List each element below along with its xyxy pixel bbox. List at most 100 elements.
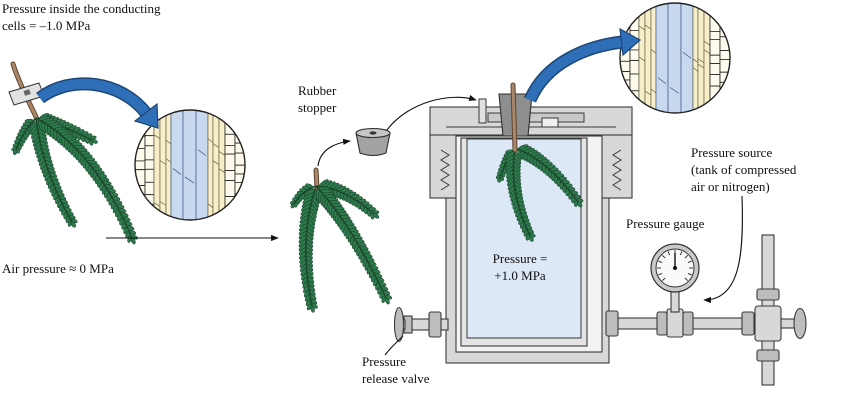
rubber-stopper-label: Rubber [298, 83, 337, 98]
pressure-chamber [429, 93, 633, 364]
parenchyma-cell [234, 110, 245, 121]
parenchyma-cell [224, 144, 236, 155]
lid-boss [487, 112, 585, 123]
end-wall [218, 168, 226, 174]
gauge-pivot [673, 266, 677, 270]
parenchyma-cell [224, 218, 236, 220]
chamber-pressure-label: +1.0 MPa [494, 268, 546, 283]
pressure-gauge [650, 243, 700, 313]
parenchyma-cell [629, 73, 640, 92]
branch-axis [512, 147, 531, 237]
gauge-tick [658, 260, 663, 264]
parenchyma-cell [224, 208, 236, 220]
stopper-to-chamber-arrow [386, 95, 477, 131]
parenchyma-cell [144, 212, 155, 220]
parenchyma-cell [719, 12, 730, 23]
end-wall [697, 63, 705, 69]
gauge-tick [661, 254, 666, 259]
gauge-tick [667, 251, 671, 256]
pressure-source-label: Pressure source [691, 145, 772, 160]
parenchyma-cell [719, 3, 730, 14]
end-wall [703, 40, 711, 46]
tracheid-column [218, 110, 226, 220]
woody-stem [314, 168, 319, 190]
parenchyma-cell [234, 164, 245, 175]
magnify-arrow-pressurized [524, 27, 642, 103]
gauge-tick [684, 254, 689, 259]
parenchyma-cell [629, 49, 640, 62]
tracheid-column [644, 3, 652, 113]
twig-for-insertion [290, 167, 393, 313]
gauge-tick [684, 277, 689, 282]
branch-axis [305, 185, 317, 307]
vessel-column [182, 110, 197, 220]
parenchyma-cell [224, 153, 236, 171]
chamber-interior [466, 138, 582, 339]
end-wall [650, 88, 657, 94]
parenchyma-cell [709, 54, 721, 65]
tracheid-column [697, 3, 705, 113]
blade-slot [23, 89, 31, 96]
supply-valve-handle [793, 307, 807, 340]
parenchyma-cell [719, 50, 730, 60]
valve-handle [393, 306, 405, 343]
parenchyma-cell [144, 181, 155, 196]
magnifier-outline [619, 2, 731, 114]
gauge-tick [687, 272, 692, 276]
end-wall [165, 158, 172, 163]
arrow-head [619, 27, 642, 57]
gauge-tick [679, 251, 683, 256]
needle-cluster [290, 179, 393, 313]
gauge-tick [661, 277, 666, 282]
parenchyma-cell [224, 180, 236, 198]
end-wall [638, 25, 646, 31]
end-wall [692, 58, 699, 63]
pipe-nut [656, 311, 668, 336]
parenchyma-cell [224, 110, 236, 124]
pressure-source-label: (tank of compressed [691, 162, 797, 177]
pressure-gauge-label: Pressure gauge [626, 216, 705, 231]
perforation-plate [172, 168, 182, 175]
conducting-cells-label: cells = –1.0 MPa [2, 18, 90, 33]
pipe-nut [741, 311, 755, 336]
needle-cluster [11, 113, 139, 245]
vessel-column [655, 3, 669, 113]
stopper-body [355, 132, 391, 157]
end-wall [212, 160, 220, 165]
magnifier-outline [134, 109, 246, 221]
arrow-shaft [36, 78, 150, 117]
gauge-stem [670, 289, 680, 313]
tracheid-column [692, 3, 699, 113]
vessel-column [195, 110, 209, 220]
branch-axis [514, 147, 579, 203]
end-wall [153, 134, 161, 139]
needle [91, 139, 98, 144]
parenchyma-cell [620, 3, 631, 8]
release-valve-label: release valve [362, 371, 430, 386]
needle [577, 201, 583, 208]
tracheid-column [650, 3, 657, 113]
end-wall [153, 202, 161, 207]
end-wall [644, 24, 652, 30]
end-wall [703, 49, 711, 55]
needle [290, 203, 295, 209]
twig-to-stopper-arrow [317, 138, 351, 167]
needle [373, 213, 380, 219]
branch-axis [315, 185, 375, 215]
pipe-nut [756, 288, 780, 301]
perforation-plate [184, 176, 195, 184]
magnified-xylem-pressurized [619, 2, 731, 114]
end-wall [159, 201, 167, 206]
end-wall [165, 139, 172, 145]
end-wall [207, 203, 214, 209]
pressure-source-arrow [703, 195, 743, 304]
arrow-shaft [525, 37, 623, 103]
woody-stem [511, 83, 517, 152]
release-valve-leader [384, 335, 404, 356]
collar-thread-right [612, 149, 622, 191]
parenchyma-cell [144, 168, 155, 183]
end-wall [650, 49, 657, 54]
branch-axis [15, 117, 37, 151]
perforation-plate [669, 87, 680, 94]
